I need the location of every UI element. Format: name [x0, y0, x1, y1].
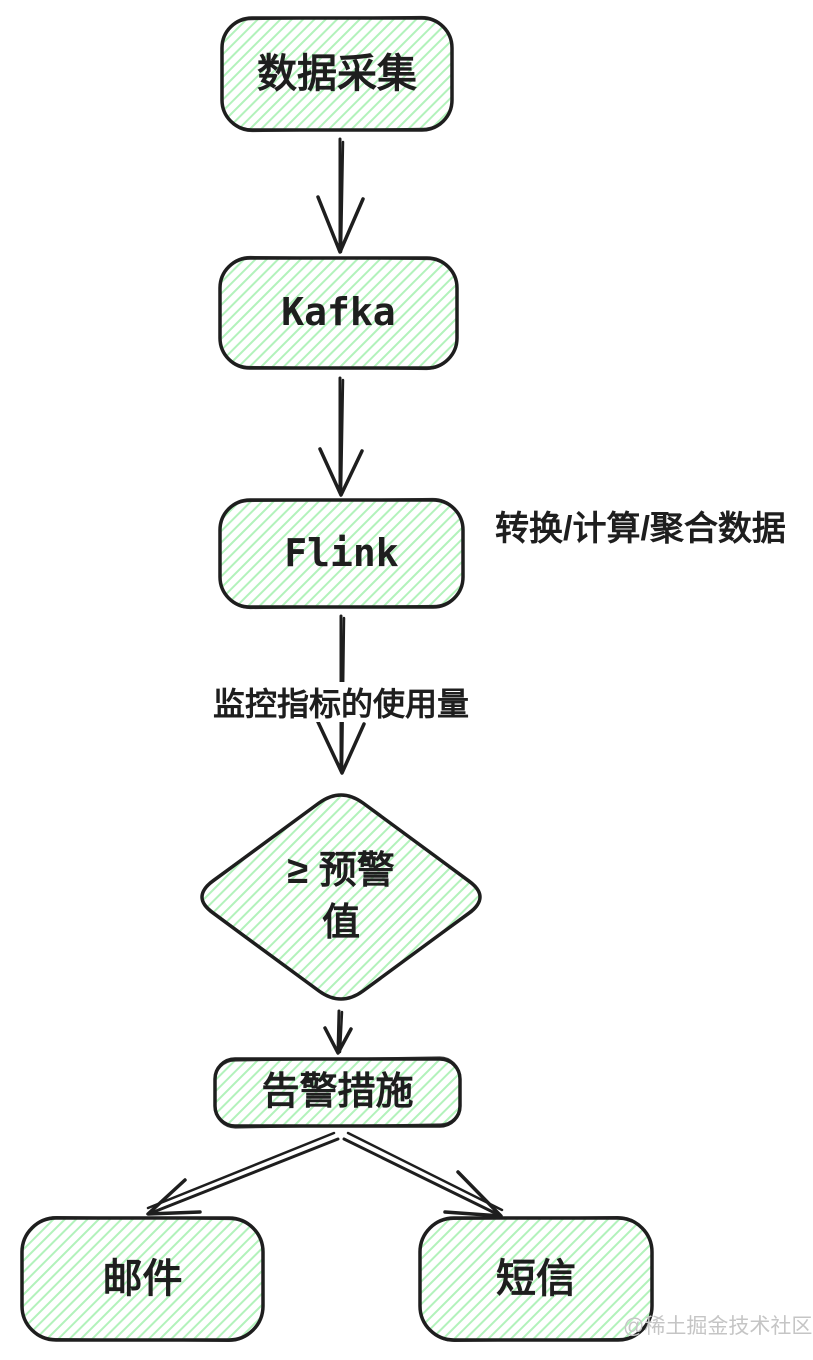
edge-alert-sms	[342, 1131, 504, 1218]
node-threshold-check-label: ≥ 预警 值	[191, 787, 491, 1007]
node-email-shape	[20, 1215, 265, 1343]
flink-side-note: 转换/计算/聚合数据	[495, 509, 786, 548]
node-threshold-check-shape	[200, 793, 482, 1001]
node-alert-measures-shape	[213, 1056, 462, 1129]
edge-threshold-alert	[323, 1009, 353, 1055]
edge-label-metric-usage: 监控指标的使用量	[200, 682, 482, 722]
threshold-label-line2: 值	[321, 902, 360, 944]
node-sms-label: 短信	[496, 1257, 576, 1301]
edge-data-collection-kafka	[316, 137, 365, 254]
node-email-label: 邮件	[102, 1257, 183, 1301]
edge-alert-email	[146, 1131, 340, 1216]
node-kafka-shape	[218, 255, 459, 371]
watermark-text: @稀土掘金技术社区	[623, 1315, 813, 1338]
node-kafka-label: Kafka	[281, 290, 396, 335]
node-data-collection-shape	[220, 15, 454, 133]
node-flink-label: Flink	[284, 530, 399, 575]
node-sms-shape	[418, 1216, 654, 1342]
node-flink-shape	[218, 497, 465, 610]
node-alert-measures-label: 告警措施	[261, 1070, 414, 1113]
threshold-label-line1: ≥ 预警	[287, 850, 395, 892]
edge-kafka-flink	[318, 376, 364, 497]
node-data-collection-label: 数据采集	[257, 52, 417, 96]
